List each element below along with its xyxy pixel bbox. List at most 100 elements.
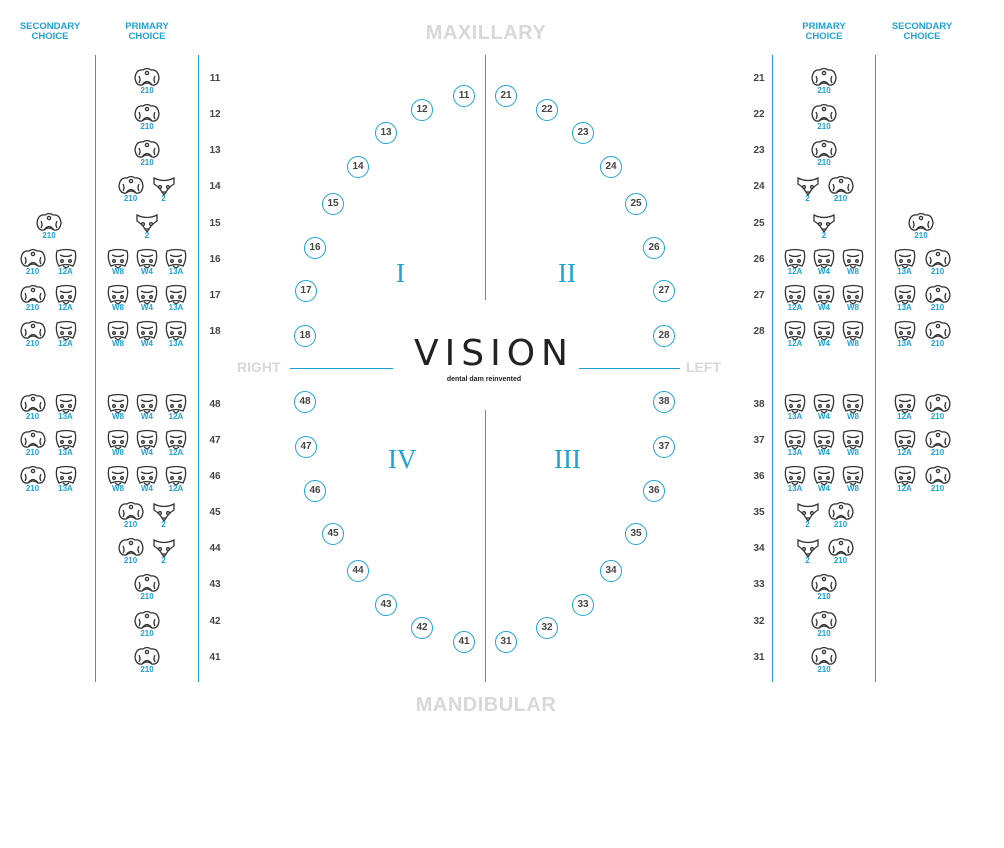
clamp-label: 210 (930, 412, 945, 421)
clamp-label: W4 (141, 303, 153, 312)
clamp-13a-icon: 13A (890, 319, 920, 348)
tooth-35: 35 (625, 523, 647, 545)
clamp-210-icon: 210 (923, 319, 953, 348)
row-tooth-number: 15 (209, 218, 221, 229)
divider-right-2 (875, 55, 876, 682)
tooth-48: 48 (294, 391, 316, 413)
clamp-label: 210 (25, 484, 40, 493)
clamp-12a-icon: 12A (890, 428, 920, 457)
clamp-label: 2 (821, 231, 827, 240)
row-tooth-number: 44 (209, 543, 221, 554)
clamp-label: 210 (140, 629, 154, 638)
clamp-label: 210 (140, 122, 154, 131)
clamp-w8-icon: W8 (103, 247, 133, 276)
clamp-label: 12A (897, 484, 912, 493)
clamp-w4-icon: W4 (132, 319, 162, 348)
clamp-12a-icon: 12A (161, 464, 191, 493)
tooth-37: 37 (653, 436, 675, 458)
clamp-label: 210 (930, 484, 945, 493)
clamp-label: W8 (112, 303, 124, 312)
clamp-label: W4 (141, 484, 153, 493)
clamp-210-icon: 210 (809, 66, 839, 95)
row-tooth-number: 13 (209, 145, 221, 156)
clamp-2-icon: 2 (793, 536, 823, 565)
clamp-w8-icon: W8 (838, 428, 868, 457)
clamp-label: 12A (58, 267, 73, 276)
row-tooth-number: 23 (753, 145, 765, 156)
clamp-label: 12A (58, 339, 73, 348)
clamp-210-icon: 210 (116, 174, 146, 203)
tooth-26: 26 (643, 237, 665, 259)
clamp-210-icon: 210 (826, 174, 856, 203)
tooth-36: 36 (643, 480, 665, 502)
clamp-label: 210 (833, 520, 848, 529)
clamp-label: W8 (112, 484, 124, 493)
clamp-w8-icon: W8 (838, 319, 868, 348)
clamp-label: 210 (817, 158, 831, 167)
clamp-13a-icon: 13A (51, 392, 81, 421)
tooth-47: 47 (295, 436, 317, 458)
left-secondary-header: SECONDARY CHOICE (19, 21, 81, 42)
tooth-15: 15 (322, 193, 344, 215)
clamp-label: W8 (112, 339, 124, 348)
clamp-label: 13A (787, 448, 803, 457)
clamp-13a-icon: 13A (780, 428, 810, 457)
clamp-210-icon: 210 (116, 500, 146, 529)
clamp-210-icon: 210 (826, 536, 856, 565)
midline-lower (485, 410, 486, 682)
clamp-label: 210 (25, 412, 40, 421)
clamp-label: 210 (817, 122, 831, 131)
clamp-label: 13A (168, 303, 184, 312)
clamp-label: W8 (847, 412, 859, 421)
clamp-label: 2 (161, 556, 166, 565)
right-primary-header: PRIMARY CHOICE (802, 21, 846, 42)
clamp-label: 13A (897, 267, 912, 276)
clamp-label: W8 (847, 484, 859, 493)
tooth-46: 46 (304, 480, 326, 502)
tooth-22: 22 (536, 99, 558, 121)
clamp-label: W4 (818, 303, 830, 312)
divider-right-1 (772, 55, 773, 682)
clamp-210-icon: 210 (923, 392, 953, 421)
clamp-label: 210 (930, 267, 945, 276)
quadrant-1-label: I (396, 258, 405, 288)
clamp-210-icon: 210 (923, 464, 953, 493)
clamp-label: 210 (140, 86, 154, 95)
tooth-23: 23 (572, 122, 594, 144)
clamp-2-icon: 2 (793, 500, 823, 529)
clamp-label: W4 (141, 448, 153, 457)
row-tooth-number: 21 (753, 73, 765, 84)
clamp-label: 12A (897, 448, 912, 457)
tooth-44: 44 (347, 560, 369, 582)
clamp-w8-icon: W8 (838, 247, 868, 276)
clamp-210-icon: 210 (18, 283, 48, 312)
clamp-2-icon: 2 (149, 500, 179, 529)
clamp-13a-icon: 13A (51, 464, 81, 493)
clamp-label: 210 (930, 303, 945, 312)
clamp-label: 12A (897, 412, 912, 421)
row-tooth-number: 41 (209, 652, 221, 663)
right-secondary-header: SECONDARY CHOICE (891, 21, 953, 42)
clamp-210-icon: 210 (809, 572, 839, 601)
clamp-label: 12A (168, 412, 184, 421)
clamp-label: 13A (897, 303, 912, 312)
clamp-label: W8 (847, 448, 859, 457)
clamp-12a-icon: 12A (780, 283, 810, 312)
clamp-label: 13A (787, 412, 803, 421)
tooth-33: 33 (572, 594, 594, 616)
row-tooth-number: 46 (209, 471, 221, 482)
clamp-label: 210 (25, 303, 40, 312)
tooth-42: 42 (411, 617, 433, 639)
clamp-210-icon: 210 (826, 500, 856, 529)
maxillary-label: MAXILLARY (425, 22, 547, 44)
row-tooth-number: 45 (209, 507, 221, 518)
logo-tagline: dental dam reinvented (446, 376, 522, 383)
tooth-43: 43 (375, 594, 397, 616)
clamp-12a-icon: 12A (780, 247, 810, 276)
row-tooth-number: 35 (753, 507, 765, 518)
clamp-210-icon: 210 (809, 645, 839, 674)
clamp-2-icon: 2 (809, 211, 839, 240)
tooth-14: 14 (347, 156, 369, 178)
row-tooth-number: 48 (209, 399, 221, 410)
row-tooth-number: 42 (209, 616, 221, 627)
